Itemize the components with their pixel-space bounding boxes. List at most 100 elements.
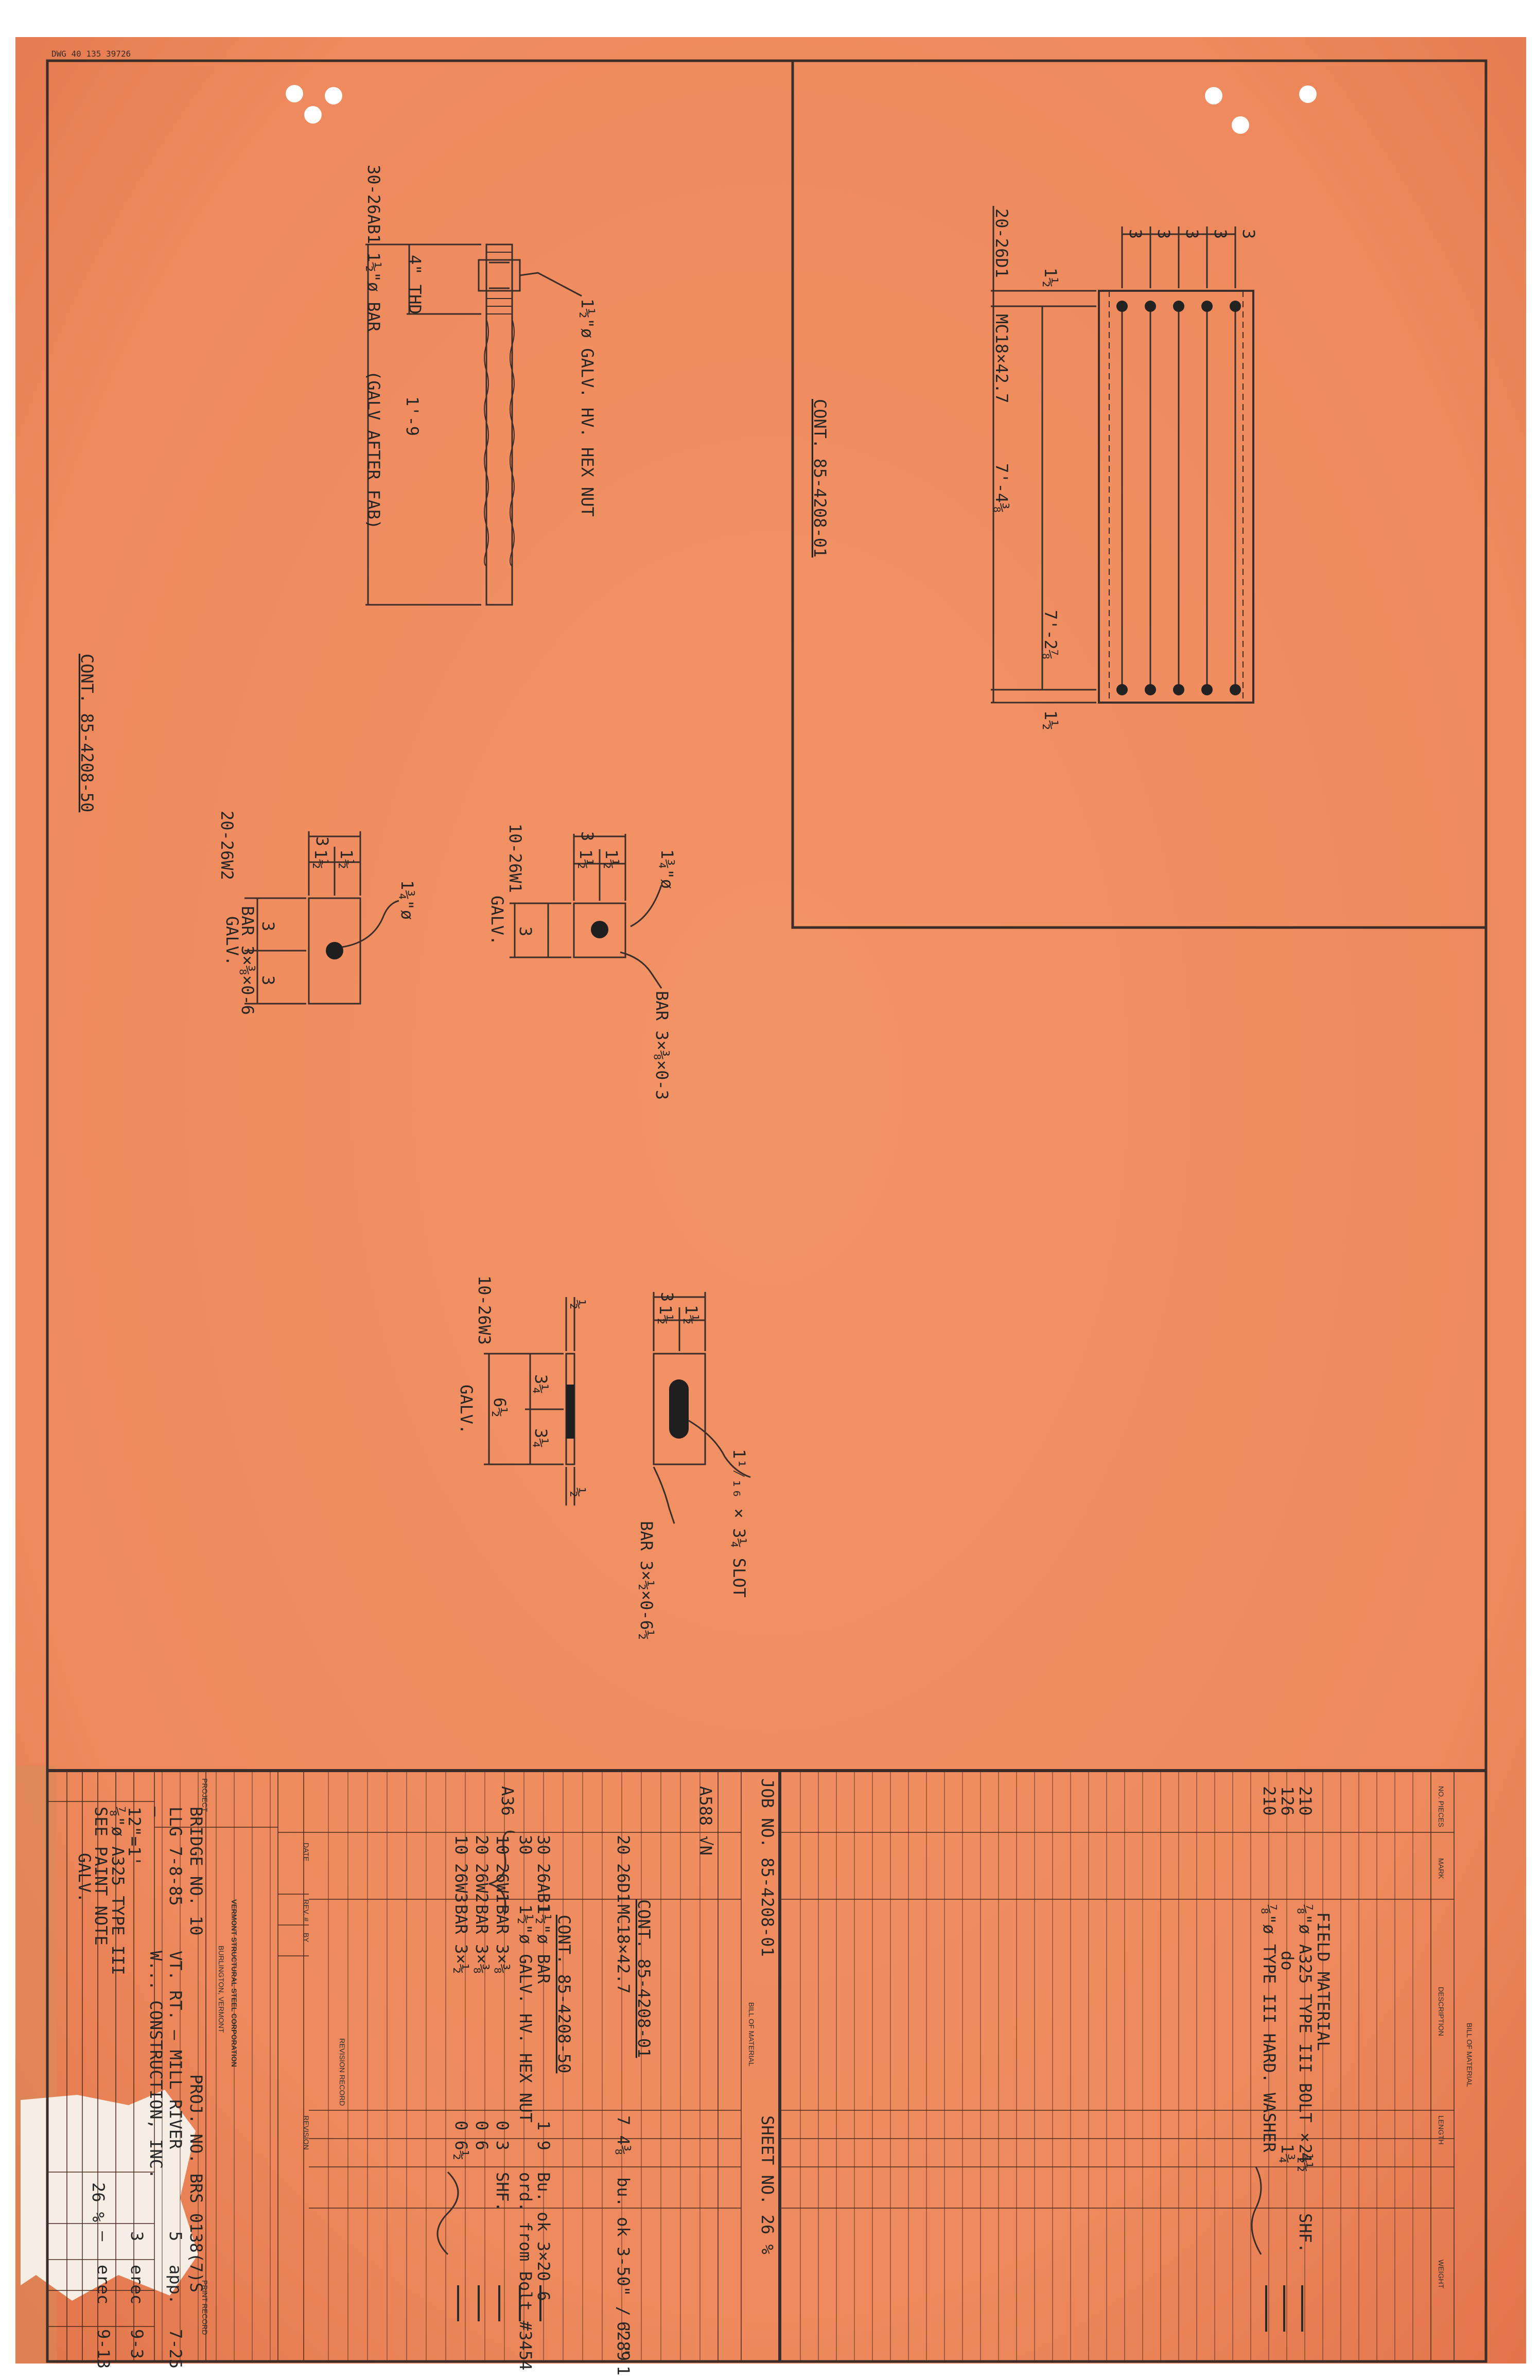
plate-w2-half-1: 1½: [311, 849, 330, 869]
plate-w1-mark: 10-26W1: [505, 824, 525, 893]
revision-grid: [277, 1771, 309, 2361]
plate-w1-half-1: 1½: [576, 849, 596, 869]
bom-shop-row-5-pcs: 10: [451, 1835, 471, 1855]
channel-spacing-4: 3: [1211, 229, 1230, 239]
bom-field-row-1-pcs: 210: [1296, 1786, 1315, 1816]
channel-mark: 20-26D1: [992, 208, 1011, 278]
bom-shop-row-3-len: 0 3: [493, 2121, 512, 2150]
bom-shop-brace-2: [436, 2171, 459, 2255]
bom-shop-cont50: CONT. 85-4208-50: [554, 1915, 574, 2073]
anchor-bar-length: 1'-9: [402, 396, 422, 436]
revision-row-rules: [162, 1771, 271, 2361]
plate-w2-half-2: 1½: [337, 849, 356, 869]
plate-w1-hole: 1¾"ø: [657, 849, 677, 889]
plate-w3-half-2: 1½: [681, 1305, 701, 1325]
bom-field-col-weight: WEIGHT: [1437, 2260, 1445, 2288]
title-print-record: PRINT RECORD: [201, 2280, 209, 2335]
print-row-3-date: 9-13: [94, 2329, 113, 2369]
plate-w3-dim-1: 3¼: [531, 1374, 551, 1394]
bom-shop-row-1-pcs: 30: [534, 1835, 553, 1855]
channel-spacing-1: 3: [1126, 229, 1145, 239]
anchor-bar-nut: 1½"ø GALV. HV. HEX NUT: [577, 299, 597, 517]
print-row-3-for: erec: [94, 2265, 113, 2304]
bom-shop-row-5-desc: BAR 3×½: [451, 1904, 471, 1974]
bom-shop-row-2-desc: 1½"ø GALV. HV. HEX NUT: [516, 1904, 535, 2123]
plate-w2-mark: 20-26W2: [217, 811, 237, 880]
channel-section: MC18×42.7: [992, 314, 1011, 403]
paper-torn-patch: [21, 2090, 198, 2301]
title-galv: GALV.: [75, 1853, 94, 1902]
plate-w2-dim-1: 3: [258, 921, 278, 931]
print-row-2-date: 9-3: [127, 2329, 147, 2359]
plate-w3-galv: GALV.: [457, 1385, 476, 1434]
plate-w1-dim: 3: [516, 926, 535, 936]
cont01-frame: [791, 61, 1486, 929]
bom-field-note: SHF.: [1296, 2213, 1315, 2253]
bom-field-header: BILL OF MATERIAL: [1465, 2023, 1474, 2087]
detail-plate-w2: [244, 831, 399, 1005]
detail-channel: [991, 206, 1254, 704]
plate-w3-total: 6½: [490, 1397, 510, 1417]
bom-field-col-mark: MARK: [1437, 1858, 1445, 1879]
bom-field-row-3-pcs: 210: [1259, 1786, 1279, 1816]
channel-end-top: 1½: [1041, 268, 1060, 288]
plate-w3-half-1: 1½: [656, 1305, 675, 1325]
outer-border: [46, 59, 1487, 2363]
bom-shop-grid: [303, 1771, 742, 2361]
title-project: BRIDGE NO. 10: [186, 1807, 206, 1935]
bom-shop-row-4-mark: 26W2: [472, 1863, 492, 1903]
channel-length-1: 7'-4⅜: [992, 463, 1011, 513]
bom-shop-a36: A36: [498, 1786, 517, 1816]
bom-shop-row-4-len: 0 6: [472, 2121, 492, 2150]
title-drawn: LLG 7-8-85: [166, 1807, 185, 1906]
plate-w2-dim-2: 3: [258, 975, 278, 985]
bom-shop-row-rules: [328, 1771, 701, 2361]
bom-shop-d1-len: 7 4⅜: [614, 2115, 633, 2155]
title-company: VERMONT STRUCTURAL STEEL CORPORATION: [230, 1899, 238, 2067]
bom-field-title: FIELD MATERIAL: [1314, 1912, 1333, 2051]
bom-shop-row-3-desc: BAR 3×⅜: [493, 1904, 512, 1974]
detail-anchor-bar: [365, 243, 582, 606]
bom-field-row-2-pcs: 126: [1277, 1786, 1297, 1816]
plate-w1-width: 3: [577, 831, 597, 841]
print-row-2-no: 3: [127, 2231, 147, 2241]
bom-shop-d1-weight: 6289: [614, 2321, 633, 2361]
print-row-1-no: 5: [166, 2231, 185, 2241]
cont50-title: CONT. 85-4208-50: [77, 654, 97, 812]
bom-field-row-3-desc: ⅞"ø TYPE III HARD. WASHER: [1259, 1904, 1279, 2152]
bom-field-col-description: DESCRIPTION: [1437, 1987, 1445, 2036]
bom-shop-row-4-pcs: 20: [472, 1835, 492, 1855]
channel-end-bottom: 1½: [1041, 710, 1060, 730]
print-row-2-for: erec: [127, 2265, 147, 2304]
revision-col-date: DATE: [302, 1843, 310, 1861]
plate-w2-galv: GALV.: [222, 916, 242, 966]
bom-field-col-pieces: NO. PIECES: [1437, 1786, 1445, 1827]
cont01-title: CONT. 85-4208-01: [810, 399, 830, 557]
plate-w3-mark: 10-26W3: [475, 1275, 494, 1345]
channel-spacing-2: 3: [1154, 229, 1174, 239]
bom-shop-d1-pcs: 20: [614, 1835, 633, 1855]
anchor-bar-mark: 30-26AB1: [364, 165, 383, 244]
print-row-1-for: app.: [166, 2265, 185, 2304]
bom-shop-cont01: CONT. 85-4208-01: [634, 1899, 654, 2058]
bom-shop-row-1-len: 1 9: [534, 2121, 553, 2150]
plate-w3-width: 3: [657, 1292, 677, 1302]
bom-shop-header: BILL OF MATERIAL: [747, 2002, 756, 2067]
bom-shop-row-3-mark: 26W1: [493, 1863, 512, 1903]
bom-shop-row-5-mark: 26W3: [451, 1863, 471, 1903]
bom-field-col-length: LENGTH: [1437, 2115, 1445, 2145]
plate-w2-width: 3: [312, 836, 332, 846]
revision-title: REVISION RECORD: [338, 2038, 346, 2106]
bom-shop-row-2-note: ord. from Bolt #3454: [516, 2172, 535, 2370]
anchor-bar-thread: 4" THD: [405, 255, 425, 314]
plate-w3-slot: 1¹⁄₁₆ × 3¼ SLOT: [729, 1449, 749, 1598]
channel-spacing-5: 3: [1239, 229, 1258, 239]
plate-w2-desc: BAR 3×⅜×0-6: [238, 906, 257, 1015]
bom-shop-row-3-pcs: 10: [493, 1835, 512, 1855]
print-row-3-no: —: [94, 2231, 113, 2242]
bom-shop-row-2-pcs: 30: [516, 1835, 535, 1855]
bom-shop-row-4-desc: BAR 3×⅜: [472, 1904, 492, 1974]
plate-w3-dim-2: 3¼: [531, 1428, 551, 1448]
revision-col-by: BY: [302, 1933, 310, 1942]
